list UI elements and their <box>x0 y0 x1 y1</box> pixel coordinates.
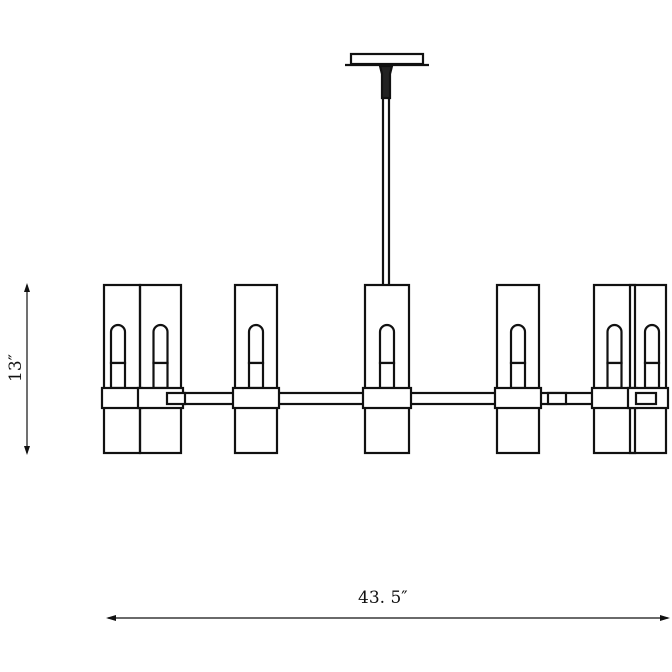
shades <box>100 283 670 455</box>
arm-end <box>634 391 658 406</box>
arm <box>270 391 367 406</box>
arm <box>407 391 499 406</box>
socket <box>109 361 127 390</box>
glass-shade <box>363 283 411 455</box>
socket <box>606 361 623 390</box>
light-6 <box>590 283 639 455</box>
width-dimension-line <box>106 615 670 621</box>
band <box>100 386 144 410</box>
socket <box>643 361 661 390</box>
width-dimension-label: 43. 5″ <box>358 588 408 608</box>
glass-shade <box>495 283 541 455</box>
band <box>361 386 413 410</box>
bulb-icon <box>509 323 527 365</box>
glass-shade <box>628 283 668 455</box>
stem <box>381 98 391 285</box>
glass-shade <box>233 283 279 455</box>
arm-end <box>546 391 568 406</box>
bulb-icon <box>247 323 265 365</box>
bulb-icon <box>643 323 661 365</box>
glass-shade <box>138 283 183 455</box>
arm-end <box>165 391 187 406</box>
socket <box>509 361 527 390</box>
light-3 <box>231 283 281 455</box>
light-4 <box>361 283 413 455</box>
height-dimension-line <box>24 283 30 455</box>
glass-shade <box>592 283 637 455</box>
socket <box>152 361 169 390</box>
light-1 <box>100 283 144 455</box>
band <box>231 386 281 410</box>
light-7 <box>626 283 670 455</box>
canopy <box>345 52 429 100</box>
light-2 <box>136 283 185 455</box>
bulb-icon <box>152 323 169 365</box>
bulb-icon <box>109 323 127 365</box>
bulb-icon <box>378 323 396 365</box>
bulb-icon <box>606 323 623 365</box>
socket <box>378 361 396 390</box>
height-dimension-label: 13″ <box>5 354 26 382</box>
light-5 <box>493 283 543 455</box>
socket <box>247 361 265 390</box>
band <box>493 386 543 410</box>
